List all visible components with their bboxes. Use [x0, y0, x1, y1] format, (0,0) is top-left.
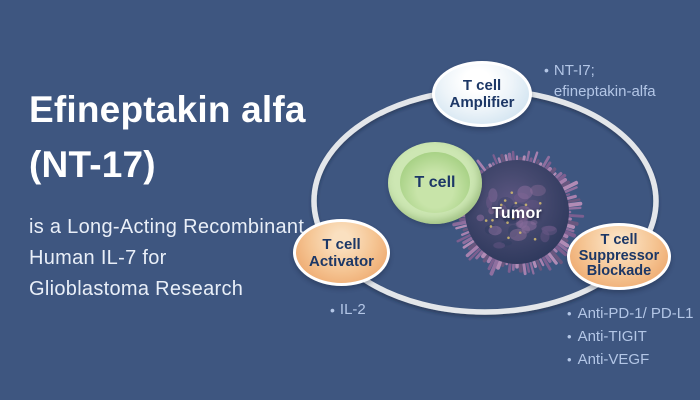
- page-title: Efineptakin alfa (NT-17): [29, 82, 306, 192]
- bubble-t-cell-activator: T cell Activator: [293, 219, 390, 286]
- bullet-icon: •: [567, 352, 572, 367]
- bubble-t-cell-amplifier: T cell Amplifier: [432, 61, 532, 127]
- bullet-icon: •: [330, 302, 335, 318]
- bullet-icon: •: [567, 306, 572, 321]
- title-line-1: Efineptakin alfa: [29, 89, 306, 130]
- annotation-amplifier: • NT-I7; efineptakin-alfa: [544, 60, 656, 102]
- bubble-t-cell-suppressor-blockade: T cell Suppressor Blockade: [567, 223, 671, 290]
- annotation-amplifier-text: NT-I7; efineptakin-alfa: [553, 62, 656, 100]
- annotation-suppressor-text-3: Anti-VEGF: [577, 351, 650, 368]
- annotation-suppressor-text-2: Anti-TIGIT: [577, 328, 647, 345]
- annotation-item: • Anti-TIGIT: [567, 325, 693, 348]
- t-cell-graphic: T cell: [388, 142, 482, 224]
- annotation-suppressor-text-1: Anti-PD-1/ PD-L1: [577, 305, 694, 322]
- annotation-item: • Anti-PD-1/ PD-L1: [567, 302, 693, 325]
- t-cell-label: T cell: [400, 152, 470, 213]
- annotation-activator: • IL-2: [330, 301, 366, 319]
- annotation-item: • Anti-VEGF: [567, 348, 693, 371]
- title-line-2: (NT-17): [29, 144, 156, 185]
- tumor-cell-graphic: [452, 150, 585, 276]
- page-subtitle: is a Long-Acting Recombinant Human IL-7 …: [29, 216, 305, 300]
- annotation-activator-text: IL-2: [339, 301, 366, 318]
- bullet-icon: •: [544, 62, 549, 78]
- bullet-icon: •: [567, 329, 572, 344]
- annotation-suppressor-list: • Anti-PD-1/ PD-L1 • Anti-TIGIT • Anti-V…: [567, 302, 693, 371]
- tumor-label: Tumor: [491, 205, 543, 222]
